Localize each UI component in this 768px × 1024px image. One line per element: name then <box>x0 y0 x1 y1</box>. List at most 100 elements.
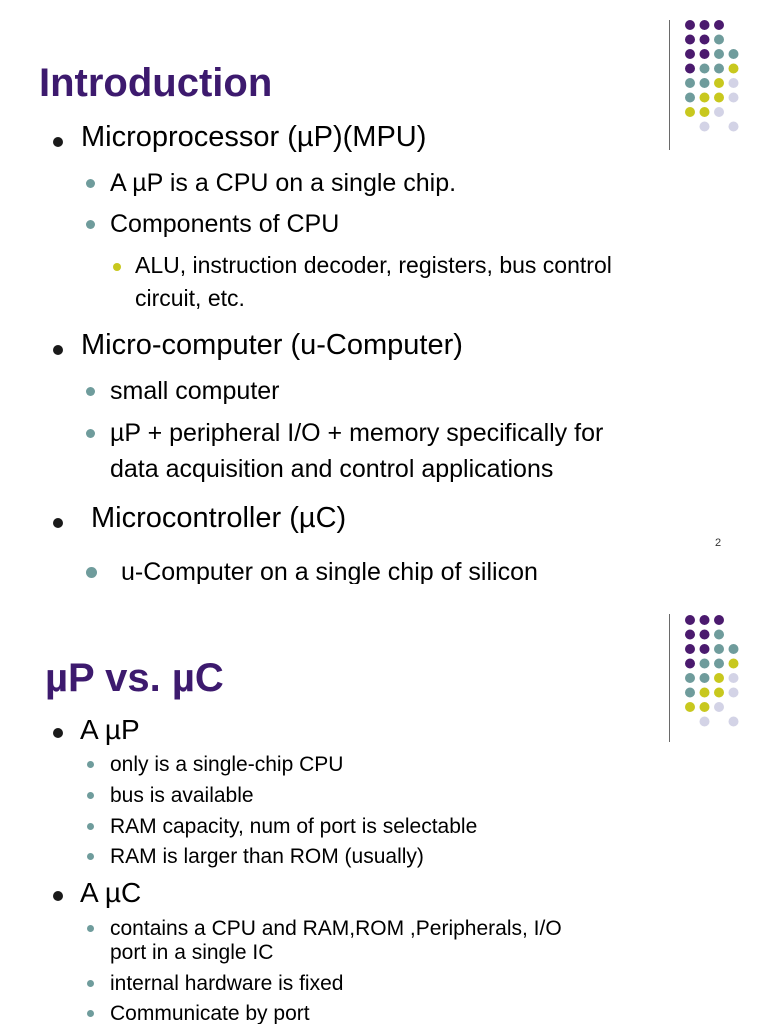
decor-dot <box>728 63 739 74</box>
decor-dot <box>714 78 724 88</box>
decor-dot <box>685 629 695 640</box>
dot-pattern-decoration <box>680 610 760 730</box>
decor-dot <box>714 20 724 30</box>
bullet-text: A µC <box>80 877 142 908</box>
decor-dot <box>728 716 739 727</box>
slide-title: µP vs. µC <box>45 656 224 700</box>
bullet-dot <box>87 853 94 860</box>
decor-dot <box>699 49 710 59</box>
bullet-text: A µP is a CPU on a single chip. <box>110 169 457 197</box>
bullet-dot <box>86 429 95 438</box>
bullet-text-line2: circuit, etc. <box>135 285 245 311</box>
bullet-text: Components of CPU <box>110 210 340 238</box>
bullet-dot <box>86 220 95 229</box>
bullet-dot <box>87 1010 94 1017</box>
decor-dot <box>699 629 710 640</box>
slide-introduction: Introduction Microprocessor (µP)(MPU) A … <box>39 15 760 584</box>
vertical-divider <box>669 20 670 150</box>
decor-dot <box>728 49 739 59</box>
decor-dot <box>699 615 710 625</box>
decor-dot <box>728 644 739 654</box>
decor-dot <box>699 34 710 45</box>
decor-dot <box>728 673 739 683</box>
decor-dot <box>699 716 710 727</box>
bullet-text: u-Computer on a single chip of silicon <box>121 558 538 584</box>
bullet-text: bus is available <box>110 784 254 807</box>
decor-dot <box>714 92 724 103</box>
bullet-text-line2: port in a single IC <box>110 941 274 964</box>
bullet-text: Micro-computer (u-Computer) <box>81 329 463 361</box>
decor-dot <box>728 78 739 88</box>
bullet-dot <box>87 792 94 799</box>
bullet-dot <box>86 567 97 578</box>
decor-dot <box>685 63 695 74</box>
bullet-dot <box>87 823 94 830</box>
bullet-dot <box>53 728 63 738</box>
bullet-text: small computer <box>110 377 280 405</box>
decor-dot <box>685 34 695 45</box>
slide-up-vs-uc: µP vs. µC A µP only is a single-chip CPU… <box>0 596 768 1024</box>
bullet-dot <box>53 137 63 147</box>
decor-dot <box>714 702 724 712</box>
bullet-dot <box>53 345 63 355</box>
dot-pattern-decoration <box>680 15 760 135</box>
decor-dot <box>699 687 710 698</box>
decor-dot <box>728 658 739 669</box>
decor-dot <box>714 615 724 625</box>
vertical-divider <box>669 614 670 742</box>
bullet-text: Microprocessor (µP)(MPU) <box>81 121 427 153</box>
decor-dot <box>685 644 695 654</box>
bullet-text: internal hardware is fixed <box>110 972 344 995</box>
slide-title: Introduction <box>39 61 273 105</box>
decor-dot <box>699 20 710 30</box>
decor-dot <box>685 702 695 712</box>
decor-dot <box>728 121 739 132</box>
bullet-text-line1: ALU, instruction decoder, registers, bus… <box>135 252 612 278</box>
bullet-text: Communicate by port <box>110 1002 310 1024</box>
bullet-text-line1: µP + peripheral I/O + memory specificall… <box>110 419 604 447</box>
decor-dot <box>699 63 710 74</box>
bullet-text: A µP <box>80 714 140 745</box>
bullet-dot <box>53 518 63 528</box>
decor-dot <box>714 658 724 669</box>
decor-dot <box>728 92 739 103</box>
decor-dot <box>699 107 710 117</box>
decor-dot <box>699 121 710 132</box>
decor-dot <box>699 644 710 654</box>
decor-dot <box>714 673 724 683</box>
decor-dot <box>685 687 695 698</box>
page-number: 2 <box>715 537 722 549</box>
decor-dot <box>699 92 710 103</box>
bullet-dot <box>87 925 94 932</box>
bullet-dot <box>87 980 94 987</box>
decor-dot <box>699 702 710 712</box>
decor-dot <box>714 644 724 654</box>
decor-dot <box>685 20 695 30</box>
bullet-dot <box>86 179 95 188</box>
bullet-dot <box>113 263 121 271</box>
decor-dot <box>685 615 695 625</box>
bullet-text-line1: contains a CPU and RAM,ROM ,Peripherals,… <box>110 917 562 940</box>
decor-dot <box>685 673 695 683</box>
bullet-dot <box>53 891 63 901</box>
decor-dot <box>714 49 724 59</box>
bullet-text: RAM is larger than ROM (usually) <box>110 845 424 868</box>
decor-dot <box>699 658 710 669</box>
decor-dot <box>714 687 724 698</box>
decor-dot <box>685 658 695 669</box>
bullet-dot <box>87 761 94 768</box>
bullet-text: Microcontroller (µC) <box>91 502 347 534</box>
bullet-text: only is a single-chip CPU <box>110 753 344 776</box>
decor-dot <box>685 49 695 59</box>
decor-dot <box>714 34 724 45</box>
bullet-dot <box>86 387 95 396</box>
decor-dot <box>699 673 710 683</box>
decor-dot <box>714 63 724 74</box>
decor-dot <box>714 629 724 640</box>
decor-dot <box>685 78 695 88</box>
decor-dot <box>699 78 710 88</box>
decor-dot <box>714 107 724 117</box>
bullet-text: RAM capacity, num of port is selectable <box>110 815 478 838</box>
decor-dot <box>685 107 695 117</box>
decor-dot <box>728 687 739 698</box>
